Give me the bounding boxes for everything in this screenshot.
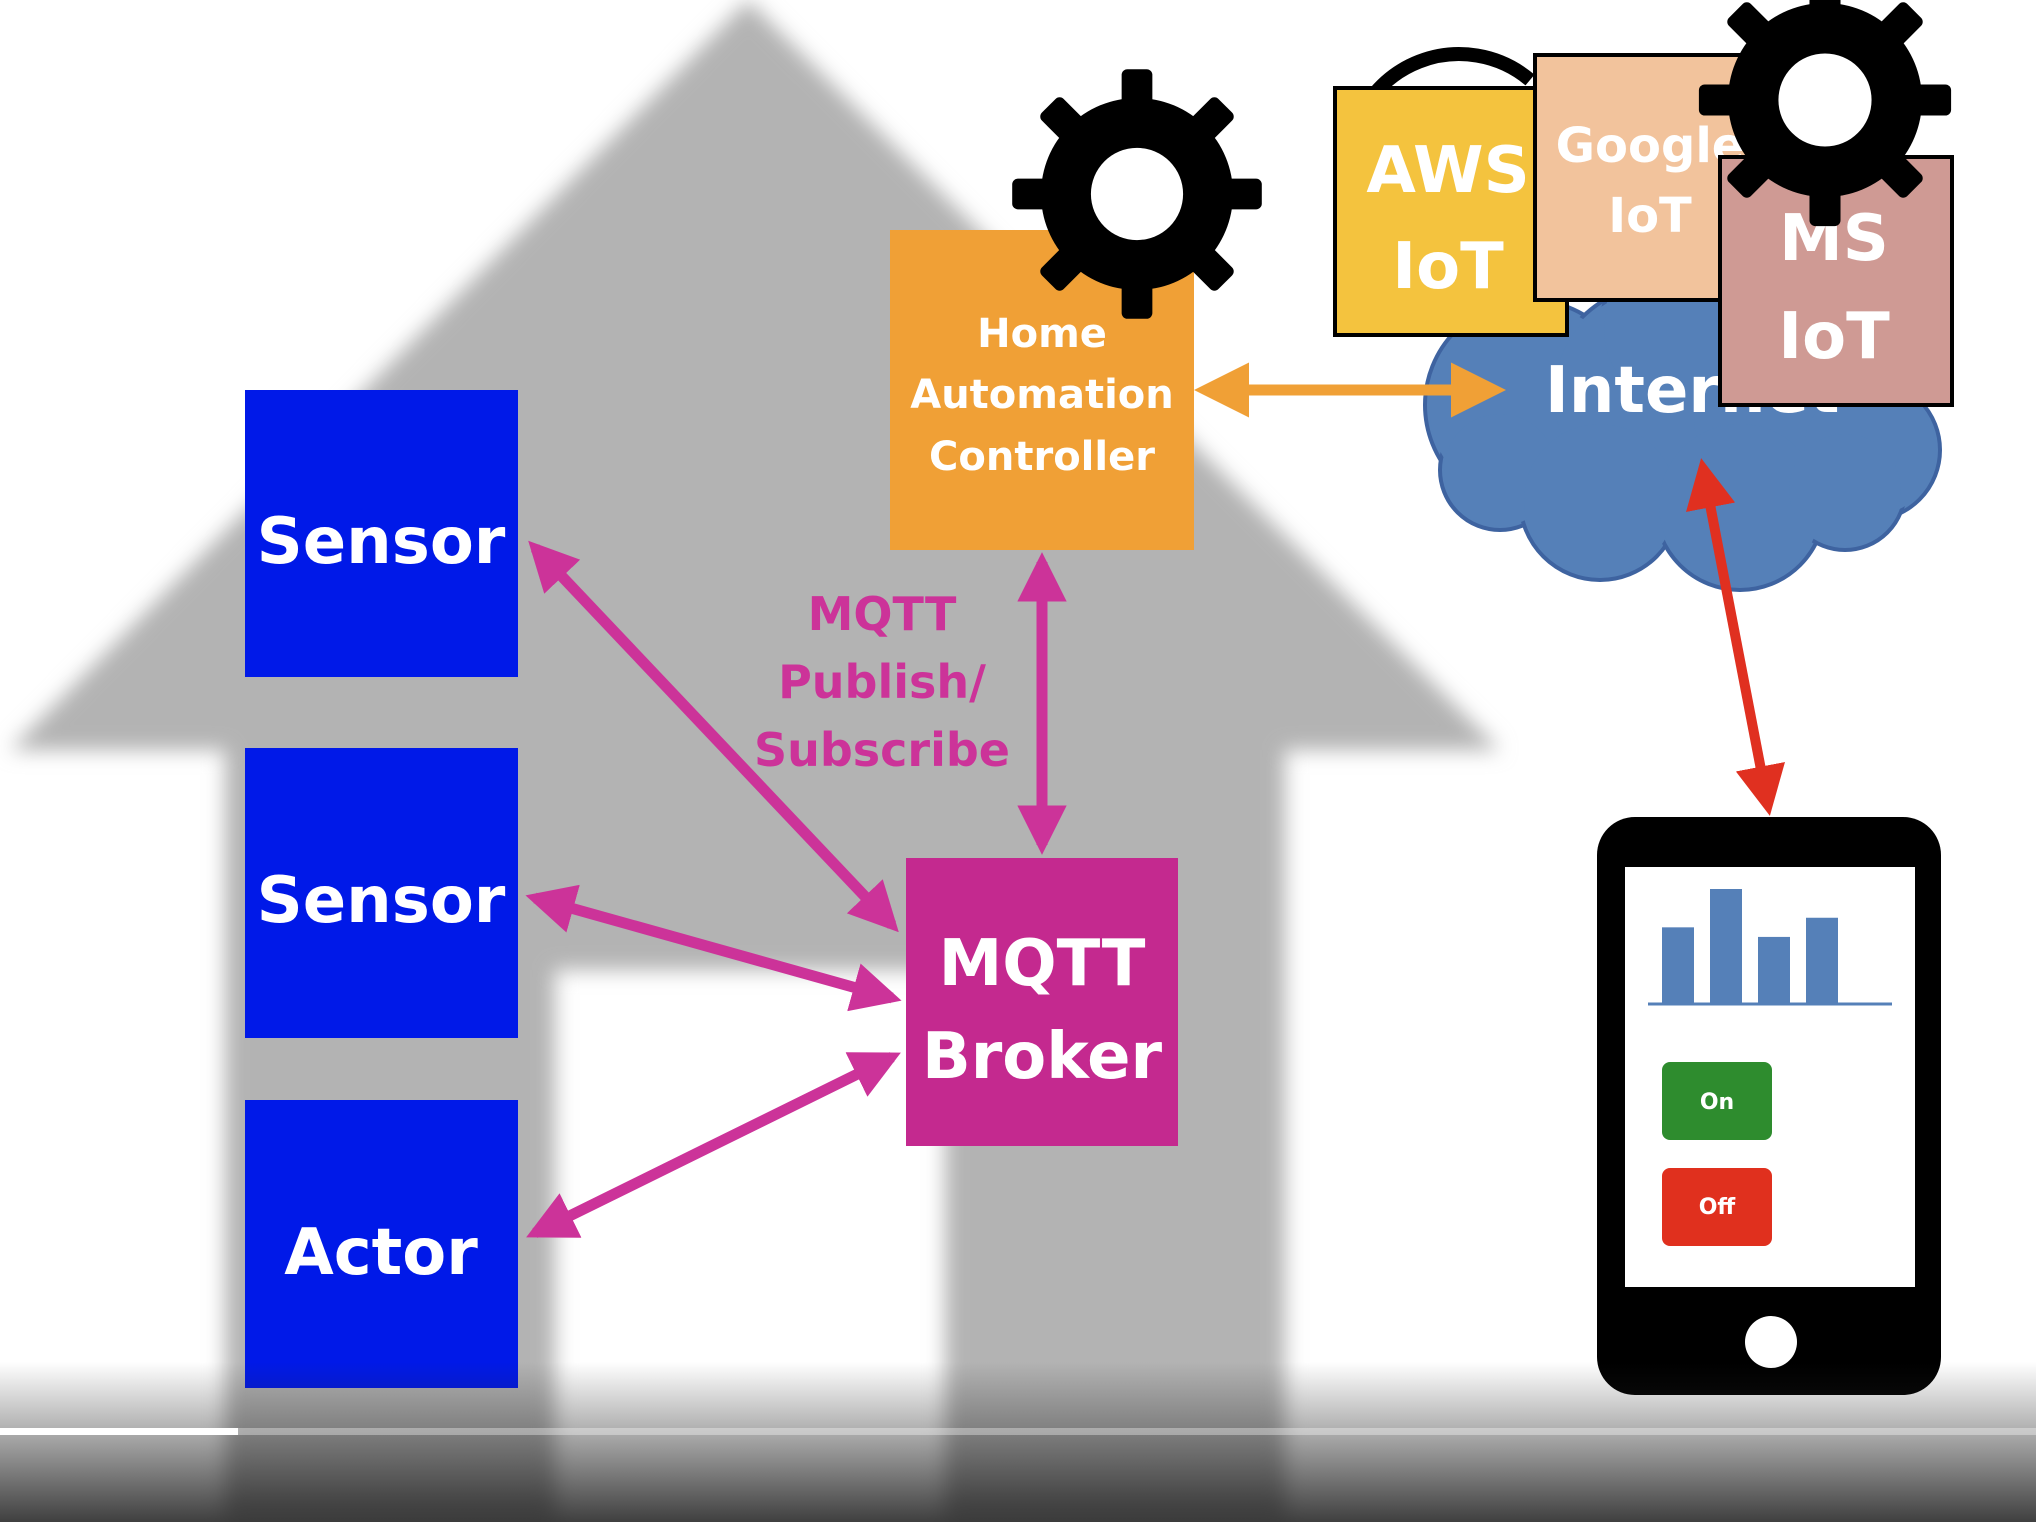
- phone-home-button: [1745, 1316, 1797, 1368]
- phone-on-button[interactable]: On: [1662, 1062, 1772, 1140]
- video-progress-fill: [0, 1428, 239, 1435]
- google-label-line1: Google: [1556, 118, 1745, 174]
- mqtt-broker-box: MQTT Broker: [906, 858, 1178, 1146]
- pubsub-label-line2: Publish/: [778, 655, 986, 709]
- phone-off-button[interactable]: Off: [1662, 1168, 1772, 1246]
- google-label-line2: IoT: [1608, 188, 1692, 244]
- smartphone-icon: On Off: [1597, 817, 1941, 1395]
- controller-label-line1: Home: [977, 311, 1107, 357]
- phone-off-label: Off: [1699, 1195, 1737, 1220]
- sensor-label-2: Sensor: [257, 864, 506, 938]
- controller-gear-icon: [1012, 69, 1262, 319]
- actor-label: Actor: [284, 1216, 478, 1290]
- arrow-internet-phone: [1686, 458, 1785, 816]
- video-controls-overlay: [0, 1362, 2036, 1522]
- broker-label-line2: Broker: [922, 1020, 1163, 1094]
- sensor-box-2: Sensor: [245, 748, 518, 1038]
- aws-label-line1: AWS: [1366, 134, 1529, 208]
- aws-iot-box: AWS IoT: [1333, 86, 1569, 337]
- phone-chart-bar: [1662, 927, 1694, 1004]
- pubsub-label-line3: Subscribe: [754, 723, 1010, 777]
- arrow-actor-broker: [526, 1052, 901, 1238]
- sensor-label-1: Sensor: [257, 505, 506, 579]
- phone-bar-chart: [1662, 889, 1838, 1004]
- phone-chart-bar: [1806, 917, 1838, 1004]
- broker-label-line1: MQTT: [939, 927, 1146, 1001]
- phone-chart-bar: [1758, 936, 1790, 1004]
- actor-box: Actor: [245, 1100, 518, 1388]
- pubsub-label-line1: MQTT: [808, 587, 957, 641]
- controller-label-line2: Automation: [910, 372, 1174, 418]
- sensor-box-1: Sensor: [245, 390, 518, 677]
- video-progress-track[interactable]: [0, 1428, 2036, 1435]
- mqtt-arrows: [525, 540, 1067, 1238]
- arrow-sensor2-broker: [525, 884, 902, 1012]
- ms-label-line2: IoT: [1778, 300, 1890, 374]
- phone-on-label: On: [1700, 1090, 1734, 1115]
- phone-chart-bar: [1710, 889, 1742, 1004]
- aws-label-line2: IoT: [1392, 230, 1504, 304]
- arrow-sensor1-broker: [528, 540, 899, 933]
- internet-cloud-fill: [1429, 254, 1936, 586]
- controller-label-line3: Controller: [929, 434, 1155, 480]
